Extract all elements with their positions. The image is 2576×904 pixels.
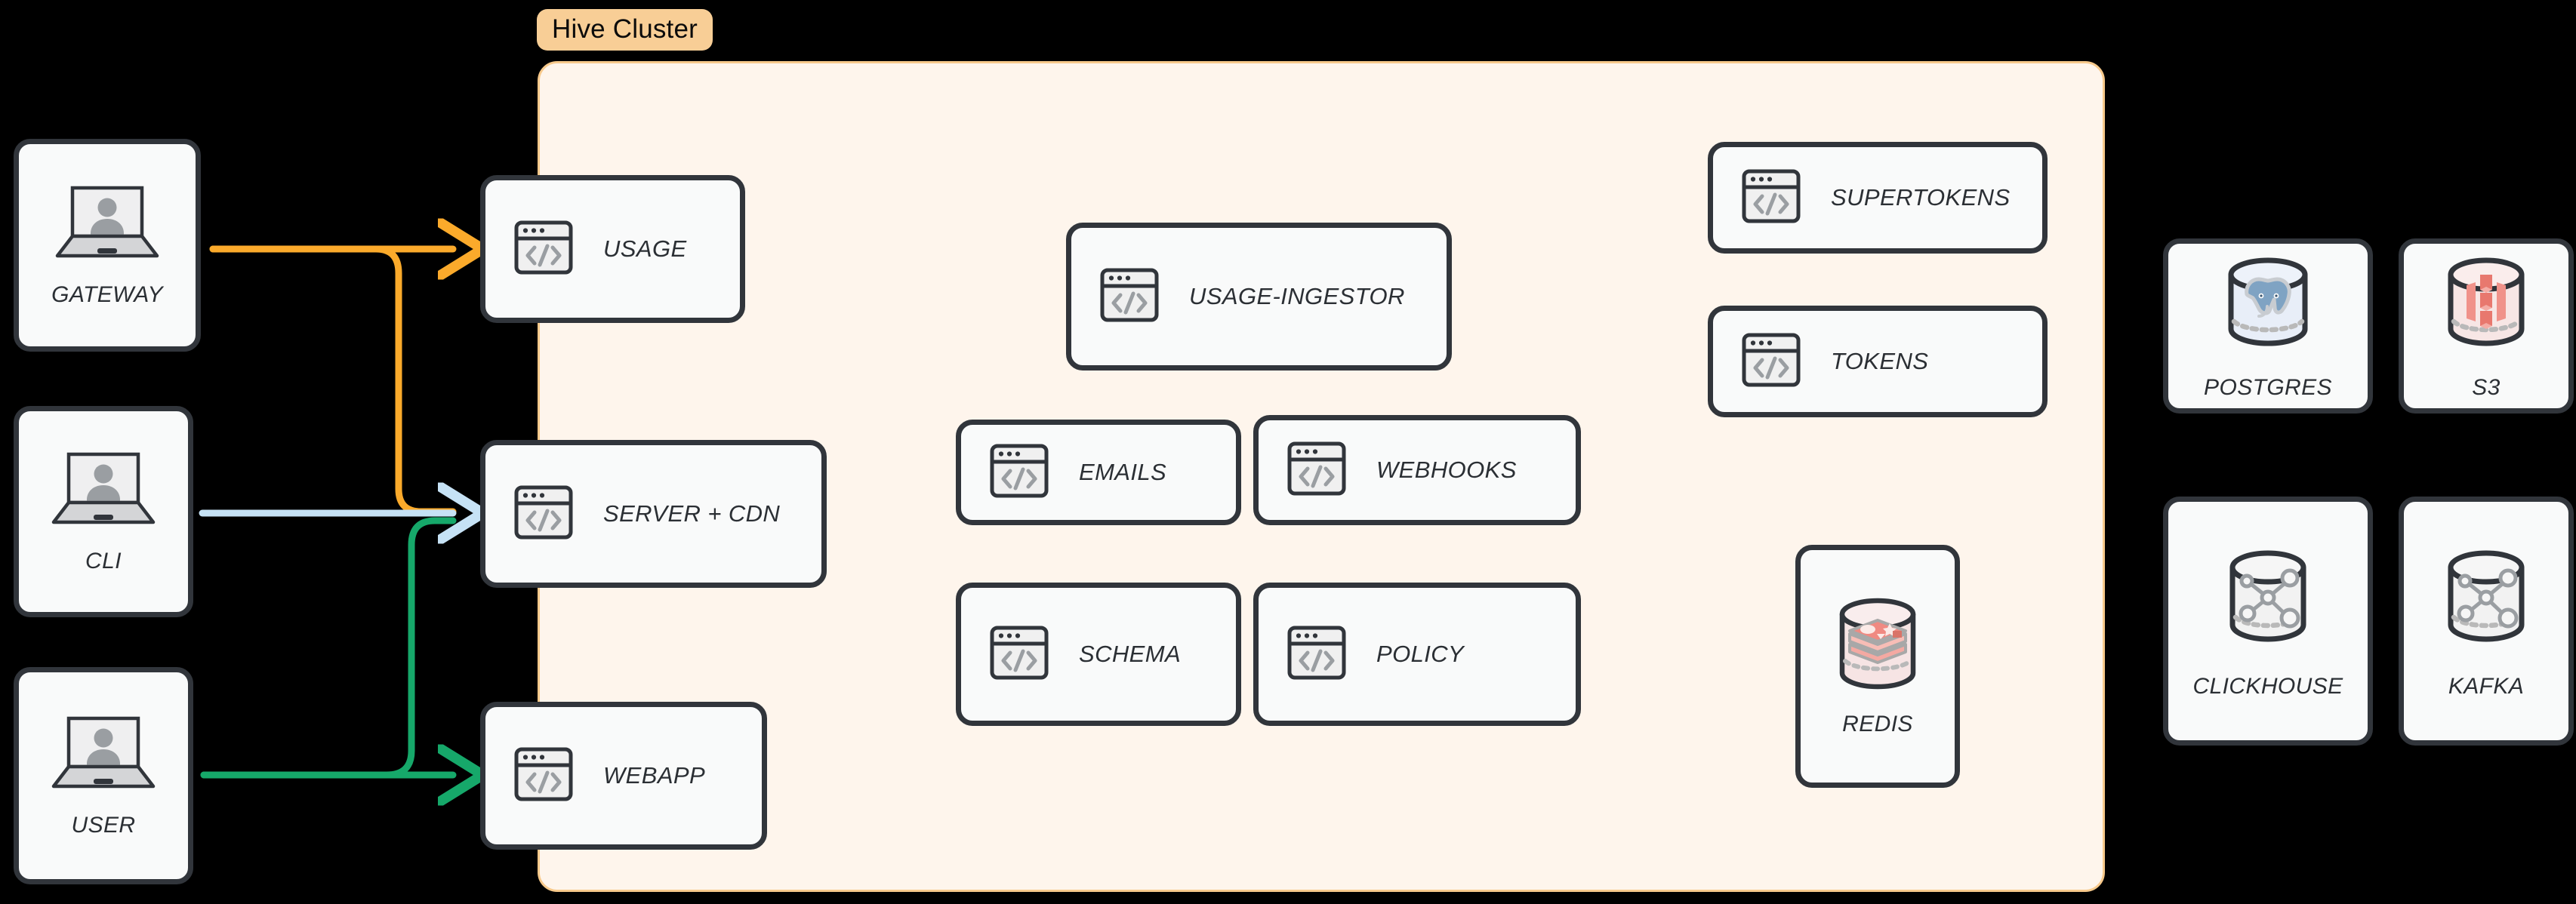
code-window-icon — [1742, 333, 1801, 391]
service-node-supertokens[interactable]: SUPERTOKENS — [1708, 142, 2048, 254]
code-window-icon — [1287, 626, 1346, 684]
redis-database-icon — [1830, 596, 1925, 696]
code-window-icon — [514, 220, 573, 278]
service-node-schema[interactable]: SCHEMA — [956, 583, 1241, 726]
service-node-webapp[interactable]: WEBAPP — [480, 702, 767, 850]
service-node-server-cdn[interactable]: SERVER + CDN — [480, 440, 827, 588]
generic-database-icon — [2215, 543, 2321, 659]
client-label: USER — [71, 812, 136, 838]
service-label: USAGE-INGESTOR — [1189, 283, 1405, 309]
store-node-redis[interactable]: REDIS — [1795, 545, 1960, 788]
connector-user-to-server-cdn — [200, 517, 457, 779]
store-label: CLICKHOUSE — [2192, 673, 2343, 699]
store-label: POSTGRES — [2204, 374, 2332, 400]
client-node-user[interactable]: USER — [14, 667, 193, 884]
code-window-icon — [1742, 169, 1801, 227]
service-node-emails[interactable]: EMAILS — [956, 420, 1241, 525]
service-label: WEBAPP — [603, 762, 706, 789]
service-label: SUPERTOKENS — [1831, 184, 2011, 211]
laptop-user-icon — [51, 450, 156, 533]
code-window-icon — [514, 485, 573, 543]
client-label: GATEWAY — [51, 281, 163, 307]
service-node-usage-ingestor[interactable]: USAGE-INGESTOR — [1066, 223, 1452, 371]
service-label: SCHEMA — [1079, 641, 1182, 667]
s3-database-icon — [2433, 252, 2539, 360]
code-window-icon — [990, 444, 1049, 502]
store-node-postgres[interactable]: POSTGRES — [2163, 238, 2373, 414]
service-label: WEBHOOKS — [1376, 457, 1517, 483]
code-window-icon — [990, 626, 1049, 684]
client-node-gateway[interactable]: GATEWAY — [14, 139, 201, 352]
client-node-cli[interactable]: CLI — [14, 406, 193, 617]
client-label: CLI — [85, 548, 122, 573]
code-window-icon — [514, 747, 573, 805]
laptop-user-icon — [51, 714, 156, 798]
store-label: REDIS — [1842, 711, 1913, 736]
service-label: SERVER + CDN — [603, 500, 781, 527]
code-window-icon — [1287, 441, 1346, 500]
store-node-kafka[interactable]: KAFKA — [2399, 497, 2574, 746]
hive-cluster-tag: Hive Cluster — [537, 9, 713, 51]
service-label: EMAILS — [1079, 459, 1167, 485]
service-label: TOKENS — [1831, 348, 1929, 374]
store-label: S3 — [2472, 374, 2501, 400]
laptop-user-icon — [54, 183, 160, 267]
service-label: POLICY — [1376, 641, 1465, 667]
postgres-database-icon — [2215, 252, 2321, 360]
service-node-webhooks[interactable]: WEBHOOKS — [1253, 415, 1581, 525]
service-label: USAGE — [603, 235, 687, 262]
store-label: KAFKA — [2448, 673, 2525, 699]
store-node-s3[interactable]: S3 — [2399, 238, 2574, 414]
store-node-clickhouse[interactable]: CLICKHOUSE — [2163, 497, 2373, 746]
service-node-usage[interactable]: USAGE — [480, 175, 745, 323]
service-node-policy[interactable]: POLICY — [1253, 583, 1581, 726]
service-node-tokens[interactable]: TOKENS — [1708, 306, 2048, 417]
connector-gateway-to-server-cdn — [209, 245, 457, 515]
code-window-icon — [1100, 268, 1159, 326]
generic-database-icon — [2433, 543, 2539, 659]
